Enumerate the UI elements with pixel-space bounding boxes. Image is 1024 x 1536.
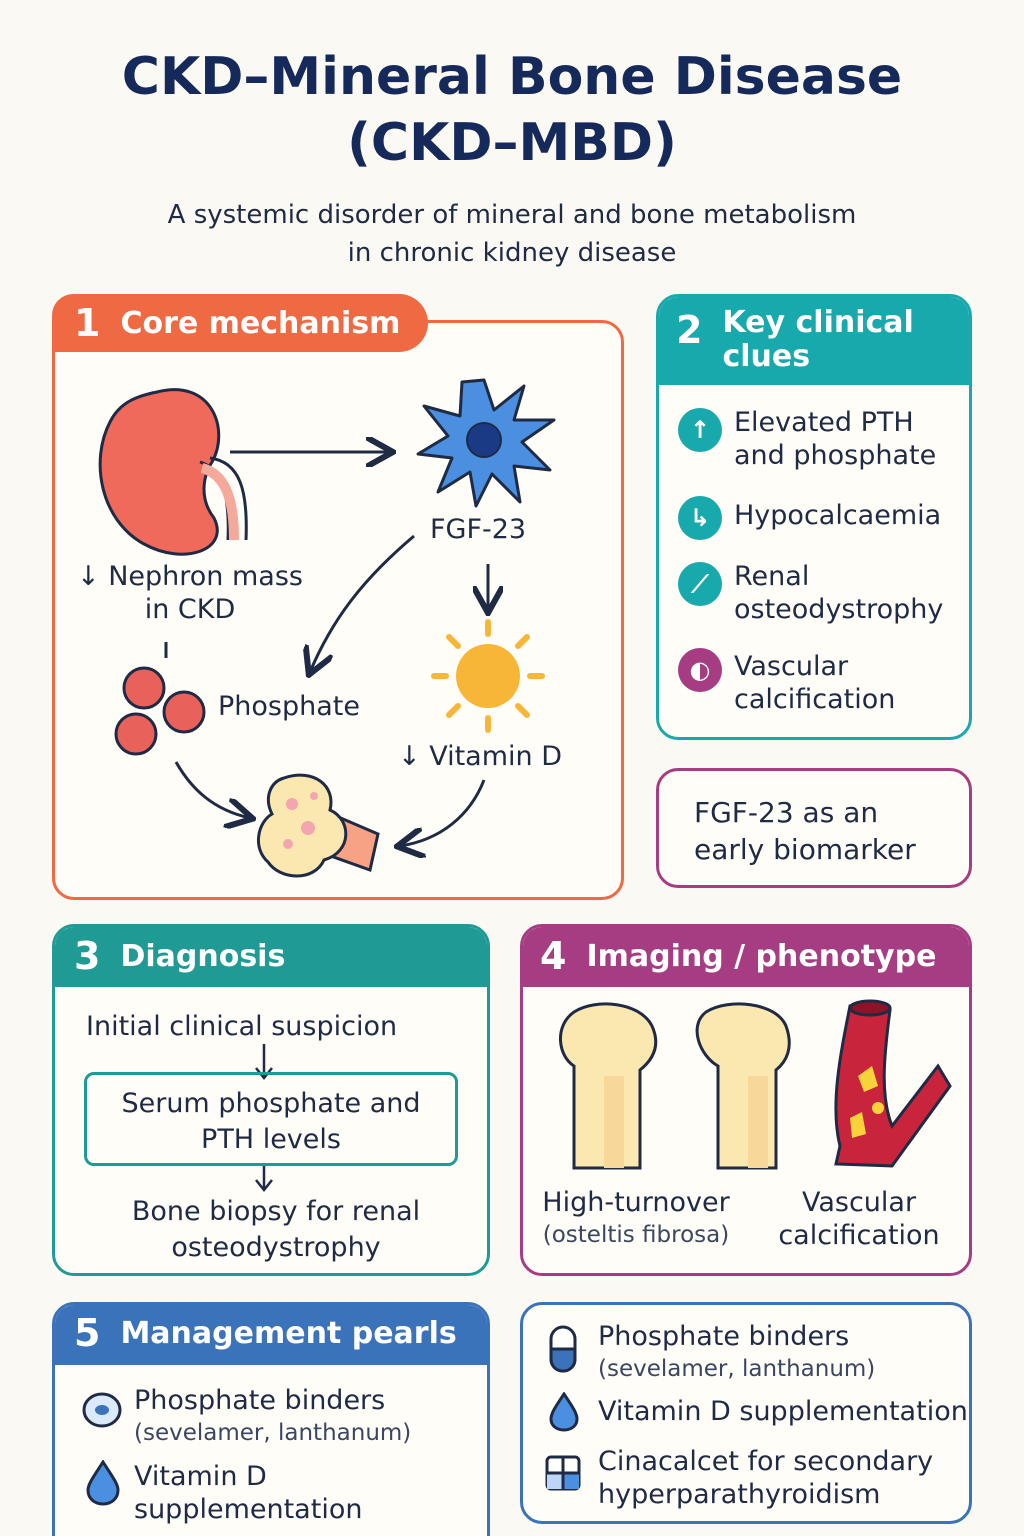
subtitle-line-1: A systemic disorder of mineral and bone …	[167, 200, 857, 230]
item-line-1: Phosphate binders	[598, 1321, 850, 1352]
section-title-line-2: clues	[722, 339, 811, 374]
diagnosis-panel	[52, 924, 490, 1276]
osteocyte-icon	[416, 378, 556, 508]
label-2-line-1: Vascular	[801, 1187, 917, 1218]
item-line-2: (sevelamer, lanthanum)	[134, 1420, 412, 1446]
vitamin-d-label: ↓ Vitamin D	[398, 741, 563, 772]
clue-item: Renal osteodystrophy	[734, 560, 943, 626]
section-title-line-1: Key clinical	[722, 305, 914, 340]
section-title: Management pearls	[120, 1315, 457, 1351]
clue-item: Elevated PTH and phosphate	[734, 406, 936, 472]
nephron-line-2: in CKD	[144, 594, 236, 625]
clue-line-2: and phosphate	[734, 440, 937, 471]
step-3-line-2: osteodystrophy	[171, 1232, 381, 1263]
clue-line-1: Vascular	[734, 651, 849, 682]
treatment-item: Phosphate binders (sevelamer, lanthanum)	[598, 1320, 875, 1386]
arrow-down-icon	[255, 1166, 273, 1193]
kidney-icon	[98, 388, 248, 556]
section-number: 5	[74, 1311, 101, 1355]
arrow-turn-icon: ↳	[678, 496, 722, 540]
section-title: Diagnosis	[120, 938, 286, 974]
tablet-icon	[545, 1455, 581, 1491]
section-number: 3	[74, 934, 101, 978]
item-line-2: supplementation	[134, 1494, 363, 1525]
nephron-line-1: ↓ Nephron mass	[77, 561, 303, 592]
section-number: 1	[74, 301, 101, 345]
section-title: Imaging / phenotype	[586, 938, 937, 974]
diagnosis-step-3: Bone biopsy for renal osteodystrophy	[84, 1194, 468, 1266]
item-line-1: Cinacalcet for secondary	[598, 1446, 934, 1477]
page-subtitle: A systemic disorder of mineral and bone …	[0, 196, 1024, 272]
biomarker-box	[656, 768, 972, 888]
diagnosis-step-2: Serum phosphate and PTH levels	[84, 1086, 458, 1158]
biomarker-line-1: FGF-23 as an	[694, 796, 879, 829]
arrow-fgf-to-phosphate	[310, 534, 415, 672]
drop-icon	[549, 1392, 579, 1432]
treatment-item: Vitamin D supplementation	[598, 1395, 968, 1428]
imaging-header: 4 Imaging / phenotype	[540, 928, 936, 984]
clue-item: Vascular calcification	[734, 650, 895, 716]
arrow-up-icon: ↑	[678, 408, 722, 452]
section-number: 4	[540, 934, 567, 978]
sun-icon	[431, 619, 545, 733]
bone-icon	[256, 773, 380, 878]
diagnosis-step-1: Initial clinical suspicion	[86, 1011, 398, 1042]
phosphate-label: Phosphate	[218, 691, 360, 722]
nephron-label: ↓ Nephron mass in CKD	[70, 560, 310, 626]
management-item: Phosphate binders (sevelamer, lanthanum)	[134, 1384, 411, 1450]
step-2-line-1: Serum phosphate and	[121, 1088, 421, 1119]
arrow-phosphate-to-bone	[174, 761, 250, 818]
clue-line-2: calcification	[734, 684, 896, 715]
bone-icon: ⟋	[678, 562, 722, 606]
management-item: Vitamin D supplementation	[134, 1460, 362, 1526]
section-number: 2	[676, 308, 703, 352]
phenotype-illustration	[559, 999, 952, 1170]
phenotype-label-1: High-turnover (osteltis fibrosa)	[538, 1186, 734, 1252]
page-title: CKD–Mineral Bone Disease (CKD–MBD)	[0, 44, 1024, 176]
label-1-line-1: High-turnover	[542, 1187, 730, 1218]
arrow-down-icon	[255, 1044, 273, 1081]
clue-line-1: Renal	[734, 561, 810, 592]
section-title: Core mechanism	[120, 305, 401, 341]
step-2-line-2: PTH levels	[201, 1124, 341, 1155]
label-1-line-2: (osteltis fibrosa)	[542, 1222, 730, 1248]
subtitle-line-2: in chronic kidney disease	[347, 238, 677, 268]
item-line-1: Phosphate binders	[134, 1385, 386, 1416]
blood-vessel-icon	[834, 999, 952, 1168]
clue-line-2: osteodystrophy	[734, 594, 944, 625]
phenotype-label-2: Vascular calcification	[764, 1186, 954, 1252]
title-line-1: CKD–Mineral Bone Disease	[121, 47, 903, 107]
item-line-1: Vitamin D	[134, 1461, 267, 1492]
biomarker-line-2: early biomarker	[694, 833, 916, 866]
title-line-2: (CKD–MBD)	[347, 113, 677, 173]
capsule-icon	[549, 1325, 577, 1373]
clue-line-1: Hypocalcaemia	[734, 500, 942, 531]
pill-icon	[82, 1392, 122, 1428]
phosphate-icon	[114, 666, 206, 756]
vessel-icon: ◐	[678, 648, 722, 692]
item-line-1: Vitamin D supplementation	[598, 1396, 968, 1427]
clue-item: Hypocalcaemia	[734, 499, 941, 532]
step-3-line-1: Bone biopsy for renal	[131, 1196, 421, 1227]
arrow-vitd-to-bone	[400, 779, 486, 846]
core-mechanism-header: 1 Core mechanism	[52, 294, 428, 352]
treatment-item: Cinacalcet for secondary hyperparathyroi…	[598, 1445, 933, 1511]
treatment-panel	[520, 1302, 972, 1524]
item-line-2: (sevelamer, lanthanum)	[598, 1356, 876, 1382]
clue-line-1: Elevated PTH	[734, 407, 914, 438]
diagnosis-header: 3 Diagnosis	[74, 928, 285, 984]
biomarker-text: FGF-23 as an early biomarker	[694, 794, 916, 868]
clinical-clues-header: 2 Key clinical clues	[676, 306, 914, 376]
management-header: 5 Management pearls	[74, 1305, 457, 1361]
drop-icon	[86, 1460, 120, 1506]
fgf23-label: FGF-23	[430, 514, 527, 545]
mechanism-diagram	[98, 378, 556, 878]
management-panel	[52, 1302, 490, 1536]
label-2-line-2: calcification	[778, 1220, 940, 1251]
item-line-2: hyperparathyroidism	[598, 1479, 881, 1510]
diagnosis-step-2-box	[84, 1072, 458, 1166]
